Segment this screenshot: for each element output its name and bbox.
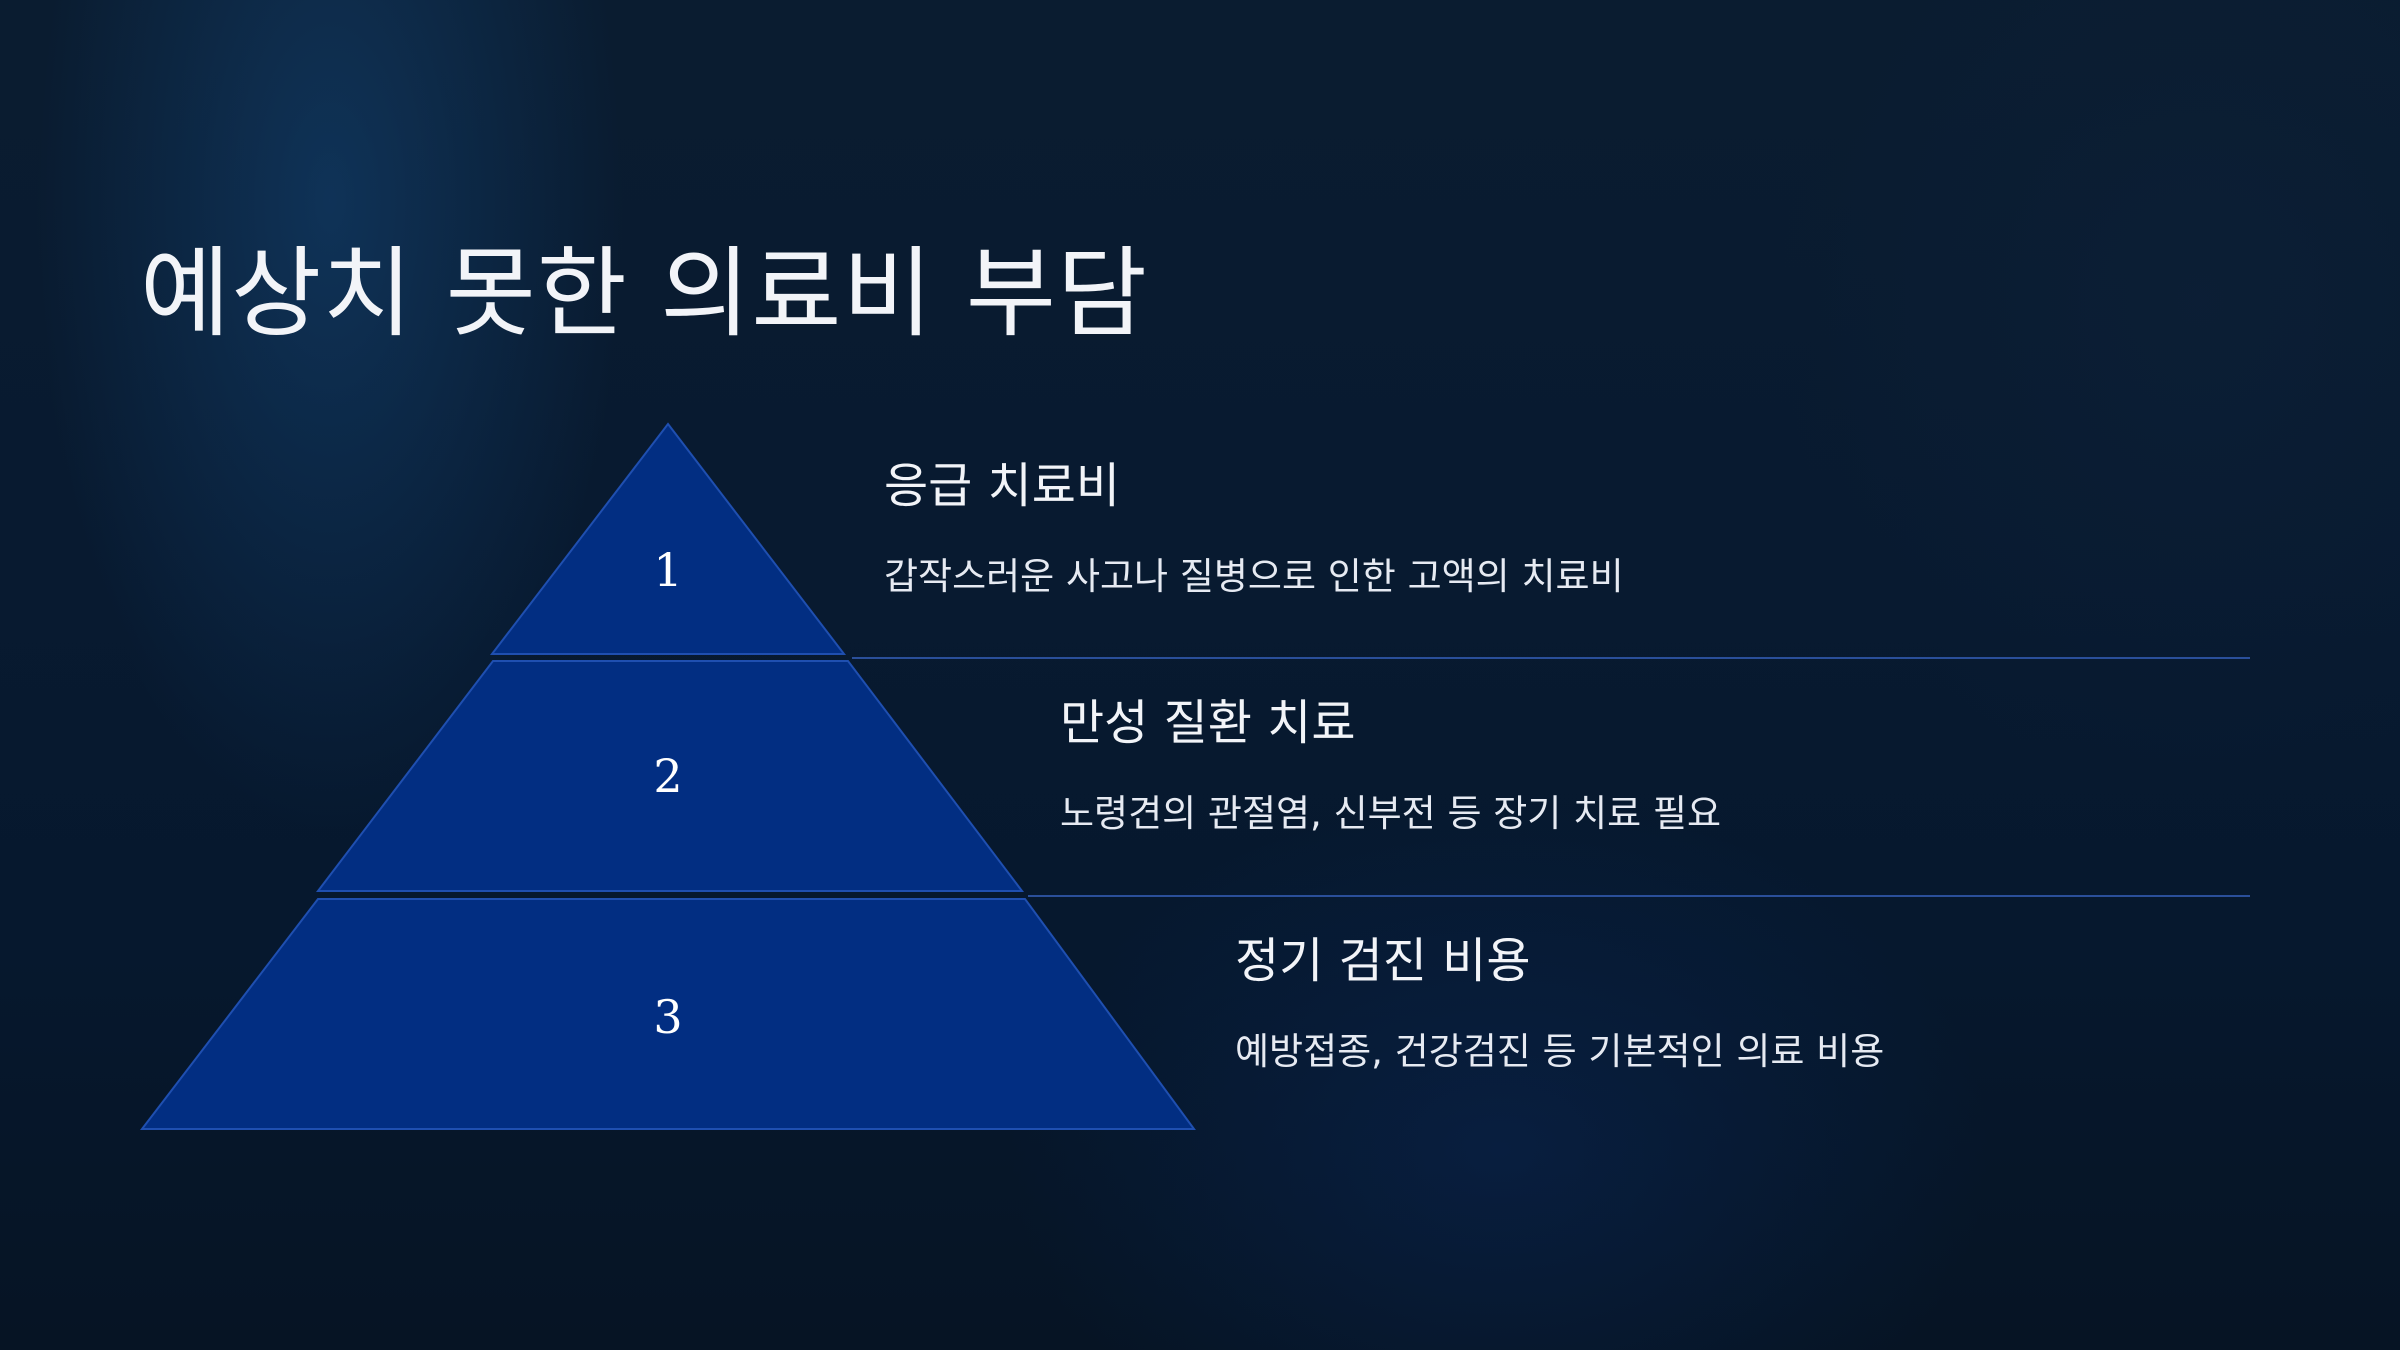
tier-3-desc-wrap: 예방접종, 건강검진 등 기본적인 의료 비용 bbox=[1235, 1030, 1884, 1074]
tier-3-text: 정기 검진 비용 bbox=[1235, 933, 1530, 991]
tier-1-description: 갑작스러운 사고나 질병으로 인한 고액의 치료비 bbox=[884, 555, 1624, 598]
pyramid-tier-1 bbox=[489, 422, 847, 655]
pyramid-tier-3 bbox=[139, 898, 1196, 1130]
tier-3-description: 예방접종, 건강검진 등 기본적인 의료 비용 bbox=[1235, 1030, 1885, 1073]
tier-2-heading: 만성 질환 치료 bbox=[1060, 695, 1356, 751]
tier-number-2: 2 bbox=[653, 749, 682, 803]
pyramid-tier-2 bbox=[315, 660, 1025, 892]
tier-1-text: 응급 치료비 bbox=[884, 458, 1120, 516]
tier-3-heading: 정기 검진 비용 bbox=[1235, 933, 1531, 989]
tier-1-heading: 응급 치료비 bbox=[884, 458, 1121, 514]
tier-number-1: 1 bbox=[653, 543, 682, 597]
tier-2-desc-wrap: 노령견의 관절염, 신부전 등 장기 치료 필요 bbox=[1060, 792, 1721, 836]
tier-number-3: 3 bbox=[653, 990, 682, 1044]
tier-1-desc-wrap: 갑작스러운 사고나 질병으로 인한 고액의 치료비 bbox=[884, 555, 1624, 599]
tier-2-description: 노령견의 관절염, 신부전 등 장기 치료 필요 bbox=[1060, 792, 1722, 835]
slide-title: 예상치 못한 의료비 부담 bbox=[140, 237, 1149, 351]
tier-2-text: 만성 질환 치료 bbox=[1060, 695, 1355, 753]
